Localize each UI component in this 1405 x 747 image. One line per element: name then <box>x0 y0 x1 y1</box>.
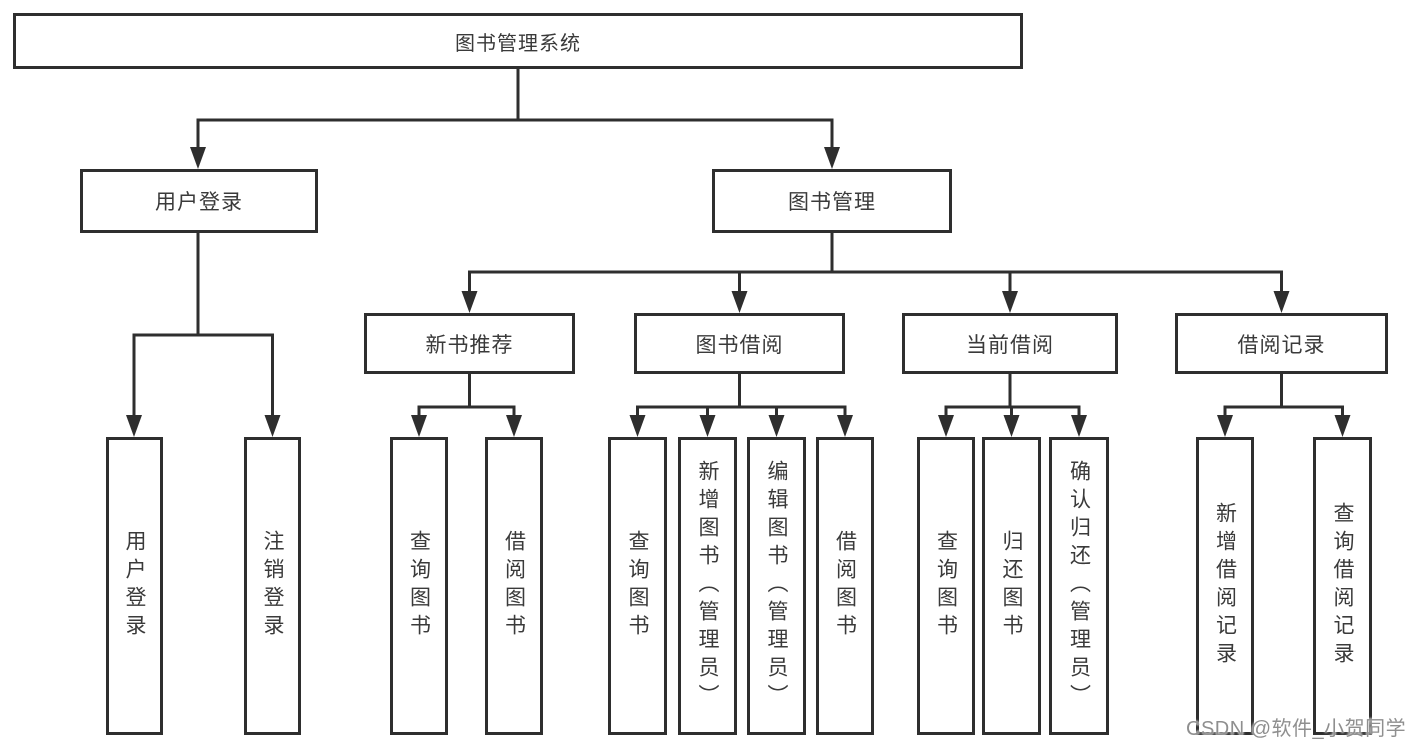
connector-bookmgmt-to-level3 <box>468 233 1283 294</box>
node-new-book-recommend: 新书推荐 <box>364 313 575 374</box>
node-borrow-book-1: 借阅图书 <box>485 437 543 735</box>
node-query-book-1: 查询图书 <box>390 437 448 735</box>
csdn-watermark: CSDN @软件_小贺同学 <box>1186 718 1405 740</box>
connector-root-to-level2 <box>196 69 834 150</box>
connector-userlogin-to-leaves <box>132 233 274 418</box>
node-add-borrow-record: 新增借阅记录 <box>1196 437 1254 735</box>
node-book-borrow: 图书借阅 <box>634 313 845 374</box>
node-query-book-3: 查询图书 <box>917 437 975 735</box>
connector-bookborrow-to-leaves <box>636 374 847 418</box>
node-current-borrow: 当前借阅 <box>902 313 1118 374</box>
node-edit-book-admin: 编辑图书（管理员） <box>747 437 806 735</box>
connector-currentborrow-to-leaves <box>944 374 1081 418</box>
node-add-book-admin: 新增图书（管理员） <box>678 437 737 735</box>
node-logout-leaf: 注销登录 <box>244 437 301 735</box>
node-query-book-2: 查询图书 <box>608 437 667 735</box>
node-book-management-branch: 图书管理 <box>712 169 952 233</box>
node-user-login-branch: 用户登录 <box>80 169 318 233</box>
node-library-management-system: 图书管理系统 <box>13 13 1023 69</box>
node-confirm-return-admin: 确认归还（管理员） <box>1049 437 1109 735</box>
node-user-login-leaf: 用户登录 <box>106 437 163 735</box>
node-query-borrow-record: 查询借阅记录 <box>1313 437 1372 735</box>
node-borrow-book-2: 借阅图书 <box>816 437 874 735</box>
node-return-book: 归还图书 <box>982 437 1041 735</box>
node-borrow-record: 借阅记录 <box>1175 313 1388 374</box>
connector-newbook-to-leaves <box>417 374 516 418</box>
connector-borrowrecord-to-leaves <box>1223 374 1344 418</box>
